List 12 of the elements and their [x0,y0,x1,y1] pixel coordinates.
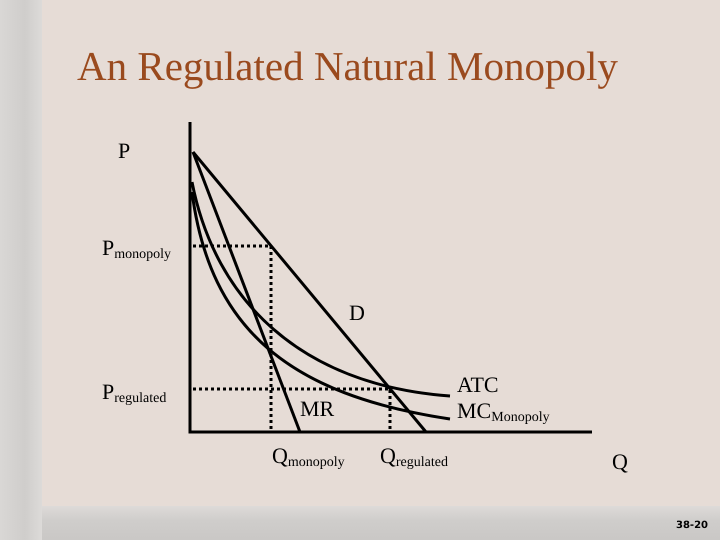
curve-label: MR [300,398,334,420]
page-number: 38-20 [676,521,708,531]
curve-label: ATC [457,374,499,396]
price-label: P$_{monopoly}$ [102,237,172,262]
curve-label: D [349,302,365,324]
quantity-label: Q$_{regulated}$ [380,445,448,470]
quantity-label: Q$_{monopoly}$ [272,445,345,470]
slide-title: An Regulated Natural Monopoly [77,46,618,87]
axis-label: Q [612,451,628,473]
price-label: P$_{regulated}$ [102,381,166,406]
axis-label: P [118,140,130,162]
curve-label: MC$_{Monopoly}$ [457,400,550,425]
